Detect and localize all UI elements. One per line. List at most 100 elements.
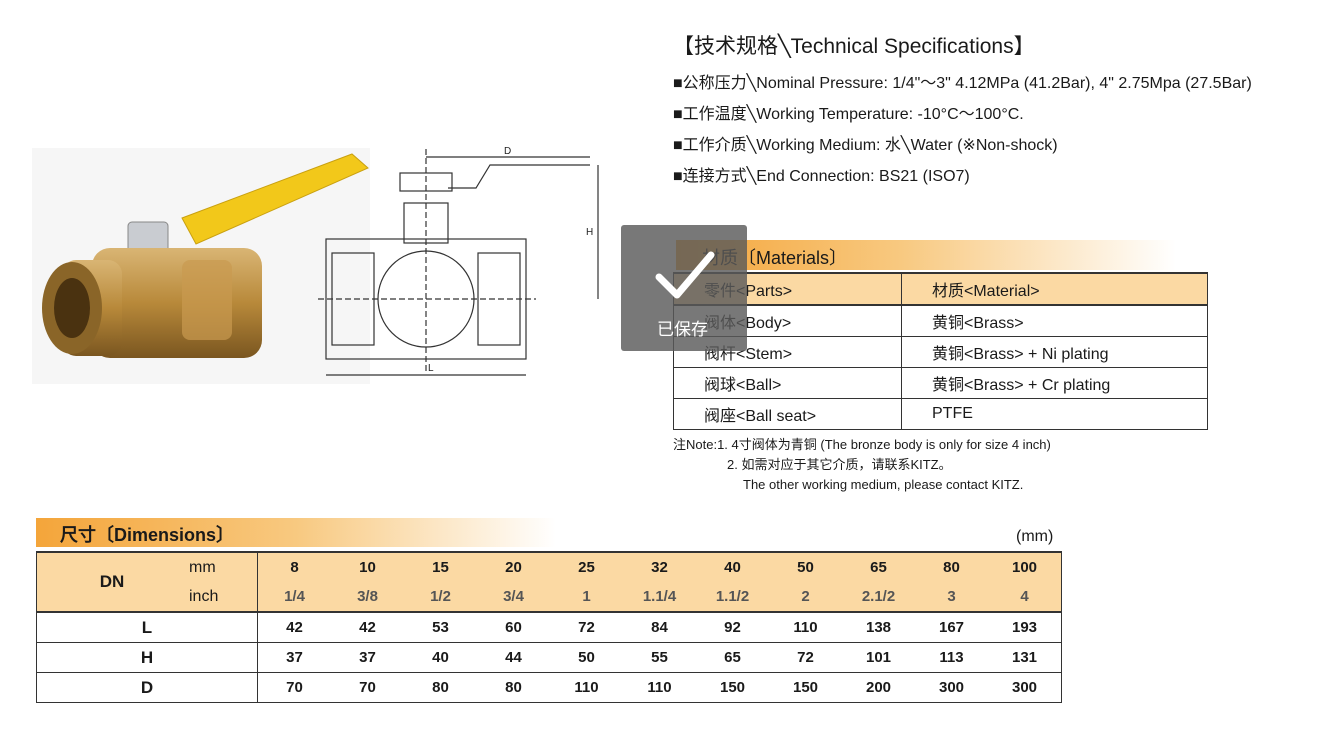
value-cell: 131 — [988, 642, 1062, 673]
check-icon — [655, 251, 715, 299]
value-cell: 84 — [623, 612, 696, 643]
table-row: 阀体<Body> 黄铜<Brass> — [673, 304, 1208, 337]
ball-valve-photo — [32, 148, 370, 384]
inch-cell: 1.1/2 — [696, 582, 769, 613]
value-cell: 110 — [550, 672, 623, 703]
value-cell: 60 — [477, 612, 550, 643]
spec-temperature: ■工作温度╲Working Temperature: -10°C～100°C. — [673, 106, 1024, 123]
value-cell: 72 — [550, 612, 623, 643]
mm-cell: 65 — [842, 551, 915, 582]
inch-cell: 2.1/2 — [842, 582, 915, 613]
mm-cell: 80 — [915, 551, 988, 582]
materials-heading-bar: 材质〔Materials〕 — [676, 240, 1176, 270]
part-cell: 阀球<Ball> — [673, 367, 902, 399]
saved-label: 已保存 — [657, 320, 708, 339]
inch-cell: 3/4 — [477, 582, 550, 613]
value-cell: 110 — [623, 672, 696, 703]
table-row: L 42 42 53 60 72 84 92 110 138 167 193 — [36, 612, 1062, 643]
value-cell: 200 — [842, 672, 915, 703]
mm-cell: 25 — [550, 551, 623, 582]
materials-header-row: 零件<Parts> 材质<Material> — [673, 272, 1208, 306]
technical-specifications: 【技术规格╲Technical Specifications】 ■公称压力╲No… — [673, 30, 1252, 192]
valve-dimension-drawing: D H L — [318, 146, 599, 376]
inch-cell: 2 — [769, 582, 842, 613]
note-2-english: The other working medium, please contact… — [743, 477, 1024, 492]
material-cell: 黄铜<Brass> + Cr plating — [901, 367, 1208, 399]
materials-table: 零件<Parts> 材质<Material> 阀体<Body> 黄铜<Brass… — [673, 272, 1208, 430]
value-cell: 110 — [769, 612, 842, 643]
table-row: 阀杆<Stem> 黄铜<Brass> + Ni plating — [673, 336, 1208, 368]
dn-mm-row: DN mm 8 10 15 20 25 32 40 50 65 80 100 — [36, 551, 1062, 613]
value-cell: 70 — [331, 672, 404, 703]
inch-cell: 1/4 — [257, 582, 331, 613]
value-cell: 300 — [988, 672, 1062, 703]
value-cell: 53 — [404, 612, 477, 643]
part-cell: 阀座<Ball seat> — [673, 398, 902, 430]
note-2: 2. 如需对应于其它介质，请联系KITZ。 — [727, 457, 952, 472]
mm-cell: 8 — [257, 551, 331, 582]
mm-cell: 15 — [404, 551, 477, 582]
value-cell: 55 — [623, 642, 696, 673]
value-cell: 150 — [769, 672, 842, 703]
material-cell: PTFE — [901, 398, 1208, 430]
table-row: 阀座<Ball seat> PTFE — [673, 398, 1208, 430]
dimensions-heading: 尺寸〔Dimensions〕 — [60, 525, 235, 545]
mm-cell: 32 — [623, 551, 696, 582]
mm-cell: 10 — [331, 551, 404, 582]
specs-title: 【技术规格╲Technical Specifications】 — [673, 35, 1035, 58]
inch-cell: 4 — [988, 582, 1062, 613]
value-cell: 101 — [842, 642, 915, 673]
value-cell: 92 — [696, 612, 769, 643]
materials-header-parts: 零件<Parts> — [673, 272, 902, 306]
mm-cell: 100 — [988, 551, 1062, 582]
inch-cell: 1.1/4 — [623, 582, 696, 613]
material-cell: 黄铜<Brass> — [901, 304, 1208, 337]
spec-connection: ■连接方式╲End Connection: BS21 (ISO7) — [673, 168, 970, 185]
mm-cell: 50 — [769, 551, 842, 582]
value-cell: 70 — [257, 672, 331, 703]
row-label-l: L — [36, 612, 258, 643]
value-cell: 65 — [696, 642, 769, 673]
value-cell: 150 — [696, 672, 769, 703]
note-1: 注Note:1. 4寸阀体为青铜 (The bronze body is onl… — [673, 437, 1051, 452]
spec-medium: ■工作介质╲Working Medium: 水╲Water (※Non-shoc… — [673, 137, 1058, 154]
table-row: D 70 70 80 80 110 110 150 150 200 300 30… — [36, 672, 1062, 703]
dn-inch-row: inch 1/4 3/8 1/2 3/4 1 1.1/4 1.1/2 2 2.1… — [37, 582, 1062, 613]
dn-label: DN — [36, 551, 187, 613]
value-cell: 138 — [842, 612, 915, 643]
spec-pressure: ■公称压力╲Nominal Pressure: 1/4"～3" 4.12MPa … — [673, 75, 1252, 92]
value-cell: 42 — [331, 612, 404, 643]
value-cell: 40 — [404, 642, 477, 673]
drawing-label-l: L — [428, 363, 434, 374]
value-cell: 300 — [915, 672, 988, 703]
value-cell: 50 — [550, 642, 623, 673]
value-cell: 37 — [257, 642, 331, 673]
inch-cell: 1 — [550, 582, 623, 613]
mm-cell: 20 — [477, 551, 550, 582]
mm-cell: 40 — [696, 551, 769, 582]
value-cell: 44 — [477, 642, 550, 673]
saved-toast: 已保存 — [621, 225, 747, 351]
table-row: H 37 37 40 44 50 55 65 72 101 113 131 — [36, 642, 1062, 673]
value-cell: 167 — [915, 612, 988, 643]
inch-cell: 3 — [915, 582, 988, 613]
row-label-d: D — [36, 672, 258, 703]
value-cell: 80 — [404, 672, 477, 703]
dimensions-table: DN mm 8 10 15 20 25 32 40 50 65 80 100 i… — [36, 551, 1062, 703]
inch-cell: 3/8 — [331, 582, 404, 613]
value-cell: 80 — [477, 672, 550, 703]
inch-label: inch — [187, 582, 258, 613]
value-cell: 193 — [988, 612, 1062, 643]
inch-cell: 1/2 — [404, 582, 477, 613]
material-cell: 黄铜<Brass> + Ni plating — [901, 336, 1208, 368]
row-label-h: H — [36, 642, 258, 673]
dimensions-heading-bar: 尺寸〔Dimensions〕 — [36, 518, 556, 547]
table-row: 阀球<Ball> 黄铜<Brass> + Cr plating — [673, 367, 1208, 399]
value-cell: 72 — [769, 642, 842, 673]
value-cell: 37 — [331, 642, 404, 673]
value-cell: 42 — [257, 612, 331, 643]
drawing-label-h: H — [586, 227, 593, 238]
value-cell: 113 — [915, 642, 988, 673]
mm-label: mm — [187, 551, 258, 582]
materials-header-material: 材质<Material> — [901, 272, 1208, 306]
